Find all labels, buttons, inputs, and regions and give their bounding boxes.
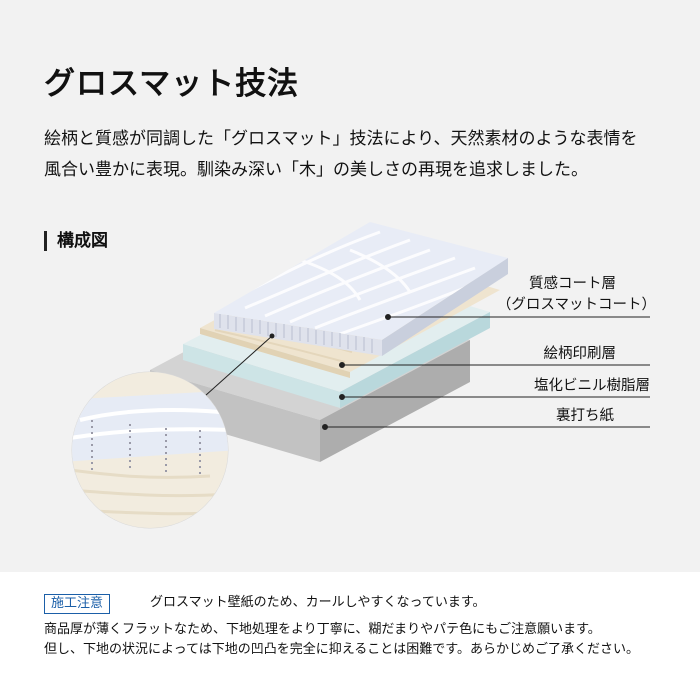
description-line-2: 風合い豊かに表現。馴染み深い「木」の美しさの再現を追求しました。 <box>44 160 588 180</box>
caution-headline: グロスマット壁紙のため、カールしやすくなっています。 <box>150 595 486 610</box>
caution-line-2: 但し、下地の状況によっては下地の凹凸を完全に抑えることは困難です。あらかじめご了… <box>44 642 640 657</box>
page-title: グロスマット技法 <box>44 66 300 102</box>
description: 絵柄と質感が同調した「グロスマット」技法により、天然素材のような表情を 風合い豊… <box>44 124 674 186</box>
label-pattern-print: 絵柄印刷層 <box>543 346 617 362</box>
description-line-1: 絵柄と質感が同調した「グロスマット」技法により、天然素材のような表情を <box>44 129 638 149</box>
magnifier-connector <box>195 335 273 405</box>
section-heading: 構成図 <box>44 231 108 251</box>
layer-gloss-matte-coat <box>214 222 508 356</box>
layer-diagram <box>71 222 650 529</box>
label-backing-paper: 裏打ち紙 <box>556 408 614 424</box>
label-gloss-matte-coat: 質感コート層 <box>529 276 616 292</box>
caution-badge: 施工注意 <box>44 594 111 614</box>
label-gloss-matte-coat-sub: （グロスマットコート） <box>496 297 656 313</box>
label-pvc: 塩化ビニル樹脂層 <box>534 378 650 394</box>
caution-line-1: 商品厚が薄くフラットなため、下地処理をより丁寧に、糊だまりやパテ色にもご注意願い… <box>44 622 601 637</box>
caution-body: 商品厚が薄くフラットなため、下地処理をより丁寧に、糊だまりやパテ色にもご注意願い… <box>44 620 684 660</box>
